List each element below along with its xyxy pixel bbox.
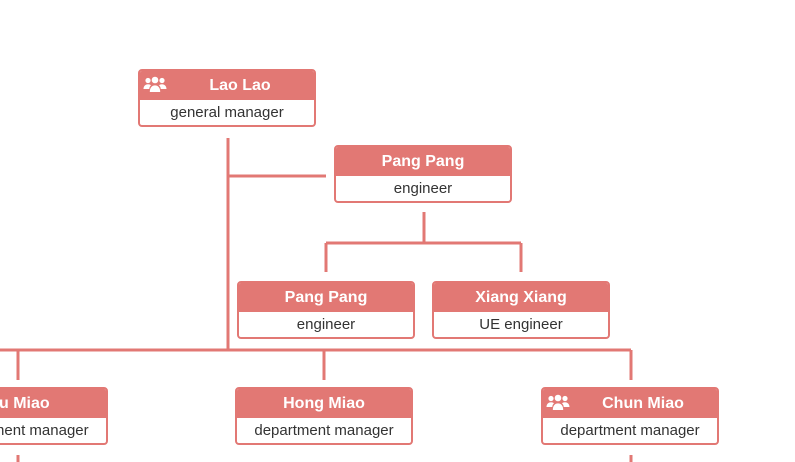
node-title: engineer <box>393 180 453 197</box>
node-header: Lao Lao <box>140 71 314 100</box>
connector-pang-pang-children <box>324 212 523 272</box>
node-pang-pang-1[interactable]: Pang Pang engineer <box>334 145 512 203</box>
node-name: Chun Miao <box>602 395 684 412</box>
node-header: Pang Pang <box>336 147 510 176</box>
node-title: engineer <box>296 316 356 333</box>
node-header: Xiang Xiang <box>434 283 608 312</box>
node-chun-miao[interactable]: Chun Miao department manager <box>541 387 719 445</box>
node-header: Pang Pang <box>239 283 413 312</box>
team-icon <box>546 394 570 410</box>
node-pang-pang-2[interactable]: Pang Pang engineer <box>237 281 415 339</box>
node-lao-lao[interactable]: Lao Lao general manager <box>138 69 316 127</box>
node-su-miao[interactable]: Su Miao department manager <box>0 387 108 445</box>
node-name: Lao Lao <box>209 77 271 94</box>
node-xiang-xiang[interactable]: Xiang Xiang UE engineer <box>432 281 610 339</box>
node-header: Chun Miao <box>543 389 717 418</box>
node-title: general manager <box>170 104 284 121</box>
connector-bottom-bus <box>0 348 633 380</box>
node-title: UE engineer <box>479 316 563 333</box>
team-icon <box>143 76 167 92</box>
node-title: department manager <box>560 422 700 439</box>
node-name: Pang Pang <box>381 153 465 170</box>
node-name: Pang Pang <box>284 289 368 306</box>
node-title: department manager <box>254 422 394 439</box>
node-name: Su Miao <box>0 395 50 412</box>
node-hong-miao[interactable]: Hong Miao department manager <box>235 387 413 445</box>
node-name: Xiang Xiang <box>475 289 567 306</box>
node-name: Hong Miao <box>283 395 365 412</box>
node-header: Su Miao <box>0 389 106 418</box>
node-header: Hong Miao <box>237 389 411 418</box>
node-title: department manager <box>0 422 89 439</box>
